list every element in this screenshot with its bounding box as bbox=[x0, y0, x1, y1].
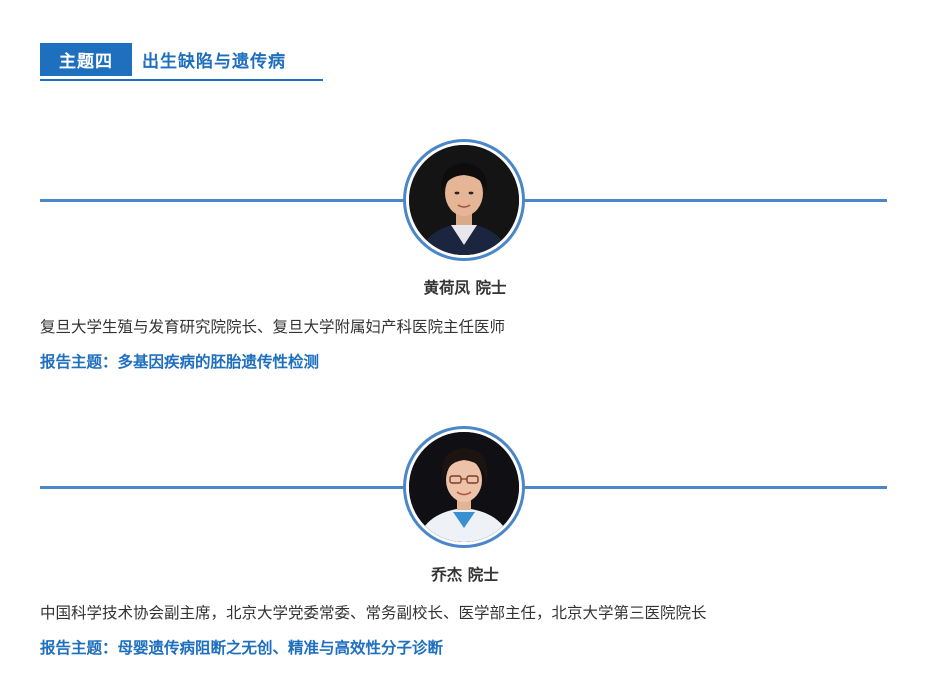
speaker-name: 乔杰 院士 bbox=[431, 566, 499, 584]
portrait-photo-icon bbox=[409, 432, 519, 542]
report-title: 多基因疾病的胚胎遗传性检测 bbox=[117, 353, 320, 371]
report-label: 报告主题： bbox=[40, 353, 118, 371]
speaker-description: 中国科学技术协会副主席，北京大学党委常委、常务副校长、医学部主任，北京大学第三医… bbox=[40, 604, 707, 622]
portrait-photo-icon bbox=[409, 145, 519, 255]
speaker-report: 报告主题：母婴遗传病阻断之无创、精准与高效性分子诊断 bbox=[40, 636, 443, 658]
speaker-avatar bbox=[403, 139, 525, 261]
topic-header: 主题四 出生缺陷与遗传病 bbox=[40, 43, 286, 81]
speaker-report: 报告主题：多基因疾病的胚胎遗传性检测 bbox=[40, 350, 319, 372]
report-title: 母婴遗传病阻断之无创、精准与高效性分子诊断 bbox=[117, 639, 444, 657]
speaker-avatar bbox=[403, 426, 525, 548]
topic-tag: 主题四 bbox=[40, 43, 132, 76]
topic-underline bbox=[40, 79, 323, 81]
speaker-description: 复旦大学生殖与发育研究院院长、复旦大学附属妇产科医院主任医师 bbox=[40, 318, 506, 336]
speaker-name: 黄荷凤 院士 bbox=[423, 279, 507, 297]
topic-title: 出生缺陷与遗传病 bbox=[142, 52, 286, 72]
report-label: 报告主题： bbox=[40, 639, 118, 657]
